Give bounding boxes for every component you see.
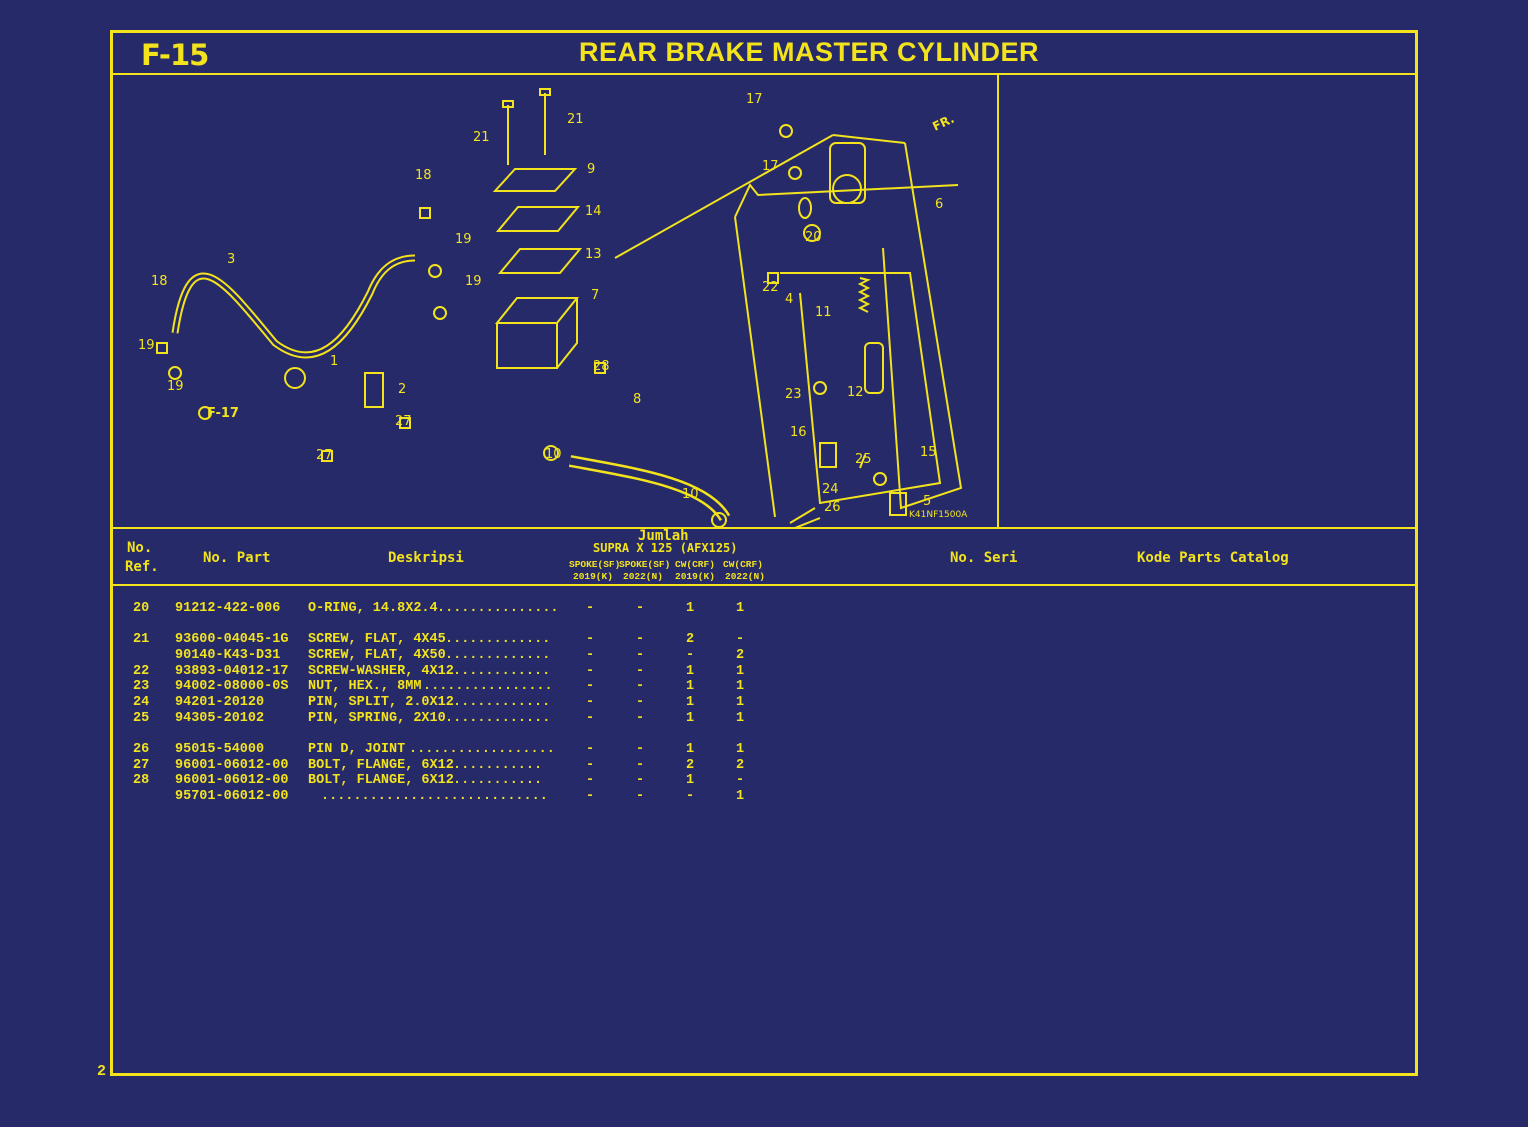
svg-text:23: 23 — [785, 387, 802, 402]
svg-text:21: 21 — [473, 130, 490, 145]
svg-text:18: 18 — [415, 168, 432, 183]
header-ref-line1: No. — [127, 540, 153, 556]
header-description: Deskripsi — [388, 550, 464, 566]
header-variant-4: CW(CRF) — [723, 559, 763, 570]
diaphragm — [497, 248, 583, 274]
header-bottom-divider — [113, 584, 1415, 586]
svg-text:24: 24 — [822, 482, 839, 497]
header-model: SUPRA X 125 (AFX125) — [593, 541, 738, 555]
title-divider — [113, 73, 1415, 75]
reservoir-cap — [492, 168, 578, 192]
svg-text:19: 19 — [465, 274, 482, 289]
section-code: F-15 — [141, 38, 209, 72]
svg-text:8: 8 — [633, 392, 641, 407]
svg-text:19: 19 — [455, 232, 472, 247]
header-serial-no: No. Seri — [950, 550, 1018, 566]
svg-text:5: 5 — [923, 494, 931, 509]
piston — [864, 342, 884, 394]
header-year-3: 2019(K) — [675, 571, 715, 582]
svg-text:6: 6 — [935, 197, 943, 212]
svg-text:26: 26 — [824, 500, 841, 515]
svg-text:21: 21 — [567, 112, 584, 127]
svg-text:9: 9 — [587, 162, 595, 177]
header-ref-line2: Ref. — [125, 559, 159, 575]
svg-text:17: 17 — [762, 159, 779, 174]
svg-text:2: 2 — [398, 382, 406, 397]
reservoir-plate — [495, 206, 581, 232]
header-variant-2: SPOKE(SF) — [619, 559, 671, 570]
header-variant-3: CW(CRF) — [675, 559, 715, 570]
svg-text:12: 12 — [847, 385, 864, 400]
header-year-2: 2022(N) — [623, 571, 663, 582]
svg-text:13: 13 — [585, 247, 602, 262]
svg-text:14: 14 — [585, 204, 602, 219]
svg-text:3: 3 — [227, 252, 235, 267]
header-quantity: Jumlah — [638, 528, 689, 544]
svg-text:18: 18 — [151, 274, 168, 289]
reservoir-tank — [494, 297, 580, 369]
header-year-1: 2019(K) — [573, 571, 613, 582]
header-parts-catalog: Kode Parts Catalog — [1137, 550, 1289, 566]
svg-text:K41NF1500A: K41NF1500A — [909, 510, 968, 520]
spring — [857, 277, 871, 313]
header-variant-1: SPOKE(SF) — [569, 559, 621, 570]
page-number: 2 — [97, 1063, 107, 1080]
diagram-divider — [997, 73, 999, 528]
svg-text:FR.: FR. — [930, 112, 956, 134]
svg-text:20: 20 — [805, 230, 822, 245]
svg-text:22: 22 — [762, 280, 779, 295]
svg-text:28: 28 — [593, 359, 610, 374]
svg-text:7: 7 — [591, 288, 599, 303]
svg-text:27: 27 — [316, 448, 333, 463]
svg-text:27: 27 — [395, 414, 412, 429]
svg-text:25: 25 — [855, 452, 872, 467]
svg-text:4: 4 — [785, 292, 793, 307]
header-part-no: No. Part — [203, 550, 271, 566]
svg-text:19: 19 — [167, 379, 184, 394]
page-title: REAR BRAKE MASTER CYLINDER — [578, 37, 1040, 67]
svg-text:19: 19 — [138, 338, 155, 353]
header-year-4: 2022(N) — [725, 571, 765, 582]
svg-text:1: 1 — [330, 354, 338, 369]
svg-text:10: 10 — [682, 487, 699, 502]
catalog-page-frame: F-15 REAR BRAKE MASTER CYLINDER — [110, 30, 1418, 1076]
svg-text:11: 11 — [815, 305, 832, 320]
svg-text:15: 15 — [920, 445, 937, 460]
header-top-divider — [113, 527, 1415, 529]
svg-text:17: 17 — [746, 92, 763, 107]
svg-text:16: 16 — [790, 425, 807, 440]
svg-text:F-17: F-17 — [207, 406, 239, 421]
svg-text:10: 10 — [545, 447, 562, 462]
brake-hose — [171, 254, 416, 359]
reservoir-hose — [568, 455, 731, 522]
